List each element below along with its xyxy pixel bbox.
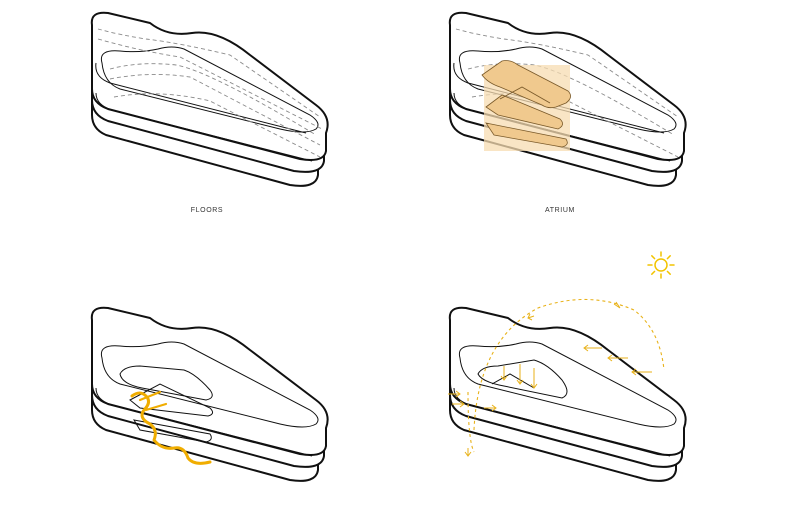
caption-floors: FLOORS <box>190 207 224 214</box>
diagram-atrium <box>438 5 698 195</box>
caption-atrium: ATRIUM <box>545 207 575 214</box>
atrium-axonometric <box>448 11 687 187</box>
sun-icon <box>647 251 675 279</box>
floor-line-2 <box>95 92 313 162</box>
atrium-void <box>481 60 571 151</box>
airflow-arrow-icon <box>448 301 652 457</box>
floor-plates <box>458 341 677 428</box>
diagram-floors <box>80 5 340 195</box>
sun-path <box>473 298 665 431</box>
circulation-axonometric <box>90 306 329 482</box>
diagram-circulation <box>80 300 340 490</box>
building-massing <box>448 306 687 482</box>
diagram-environment <box>438 251 698 490</box>
building-massing <box>90 11 329 187</box>
floor-plate-outline <box>100 46 319 133</box>
hidden-lines <box>97 28 323 158</box>
environment-axonometric <box>448 298 687 482</box>
floor-plates <box>100 341 319 443</box>
building-massing <box>90 306 329 482</box>
floors-axonometric <box>90 11 329 187</box>
